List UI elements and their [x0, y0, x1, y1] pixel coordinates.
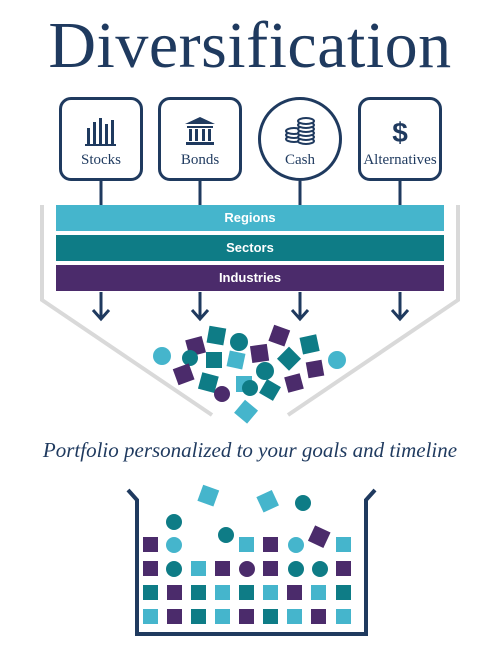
asset-box-alternatives: $ Alternatives [358, 97, 442, 181]
piece-circle [312, 561, 328, 577]
band-regions: Regions [56, 205, 444, 231]
piece-square [191, 561, 206, 576]
piece-square [191, 609, 206, 624]
asset-box-bonds: Bonds [158, 97, 242, 181]
piece-square [226, 350, 246, 370]
piece-circle [218, 527, 234, 543]
piece-square [167, 585, 182, 600]
piece-square [287, 609, 302, 624]
asset-label: Stocks [80, 152, 121, 168]
piece-circle [153, 347, 171, 365]
piece-square [239, 609, 254, 624]
piece-square [263, 561, 278, 576]
funnel-outline-left [40, 205, 214, 417]
piece-square [167, 609, 182, 624]
piece-square [307, 525, 331, 548]
piece-square [305, 359, 325, 379]
piece-circle [239, 561, 255, 577]
piece-circle [295, 495, 311, 511]
piece-square [239, 585, 254, 600]
piece-square [197, 484, 220, 507]
piece-square [336, 537, 351, 552]
down-arrow-icon [290, 292, 310, 322]
down-arrow-icon [190, 292, 210, 322]
piece-square [256, 489, 279, 513]
piece-circle [166, 561, 182, 577]
piece-square [263, 585, 278, 600]
piece-square [234, 399, 259, 424]
page-title: Diversification [48, 9, 452, 82]
piece-circle [242, 380, 258, 396]
piece-square [191, 585, 206, 600]
piece-square [268, 324, 291, 347]
down-arrow-icon [91, 292, 111, 322]
piece-square [172, 363, 195, 386]
piece-circle [182, 350, 198, 366]
piece-circle [166, 514, 182, 530]
piece-square [311, 585, 326, 600]
piece-square [311, 609, 326, 624]
piece-square [215, 609, 230, 624]
coin-stack-icon [261, 114, 339, 148]
piece-square [215, 585, 230, 600]
asset-label: Alternatives [363, 152, 437, 168]
piece-square [263, 537, 278, 552]
asset-label: Bonds [180, 152, 220, 168]
piece-square [143, 609, 158, 624]
funnel-outline-right [286, 205, 460, 417]
piece-square [299, 334, 320, 355]
piece-square [143, 561, 158, 576]
down-arrow-icon [390, 292, 410, 322]
dollar-sign-icon: $ [361, 114, 439, 148]
svg-text:$: $ [392, 117, 408, 148]
piece-circle [328, 351, 346, 369]
piece-circle [288, 561, 304, 577]
tagline: Portfolio personalized to your goals and… [42, 438, 458, 462]
piece-circle [166, 537, 182, 553]
piece-square [263, 609, 278, 624]
basket-outline [126, 488, 377, 636]
band-sectors: Sectors [56, 235, 444, 261]
piece-square [284, 373, 304, 393]
bank-building-icon [161, 114, 239, 148]
band-industries: Industries [56, 265, 444, 291]
piece-square [259, 379, 281, 401]
piece-square [276, 346, 302, 371]
basket-pieces [143, 484, 351, 624]
asset-box-stocks: Stocks [59, 97, 143, 181]
piece-circle [214, 386, 230, 402]
piece-square [206, 325, 227, 346]
funnel-pieces [153, 324, 346, 424]
piece-square [197, 372, 219, 394]
piece-circle [230, 333, 248, 351]
asset-box-cash: Cash [258, 97, 342, 181]
piece-square [143, 537, 158, 552]
piece-square [336, 585, 351, 600]
piece-square [215, 561, 230, 576]
piece-square [143, 585, 158, 600]
bar-chart-icon [62, 114, 140, 148]
piece-circle [256, 362, 274, 380]
piece-square [249, 343, 270, 364]
piece-square [336, 561, 351, 576]
piece-circle [288, 537, 304, 553]
piece-square [239, 537, 254, 552]
piece-square [287, 585, 302, 600]
asset-label: Cash [285, 152, 315, 168]
piece-square [206, 352, 222, 368]
piece-square [336, 609, 351, 624]
